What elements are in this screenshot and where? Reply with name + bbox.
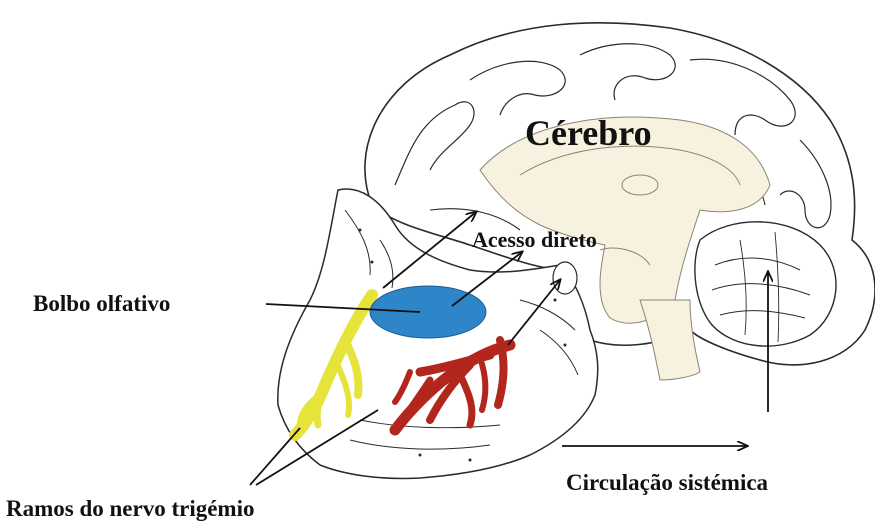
label-direct-access: Acesso direto [472, 227, 597, 252]
arrow-trigeminal-pointer-1 [250, 428, 300, 485]
label-trigeminal-branches: Ramos do nervo trigémio [6, 496, 255, 521]
label-olfactory-bulb: Bolbo olfativo [33, 291, 170, 316]
label-systemic-circulation: Circulação sistémica [566, 470, 769, 495]
label-brain: Cérebro [525, 113, 652, 153]
